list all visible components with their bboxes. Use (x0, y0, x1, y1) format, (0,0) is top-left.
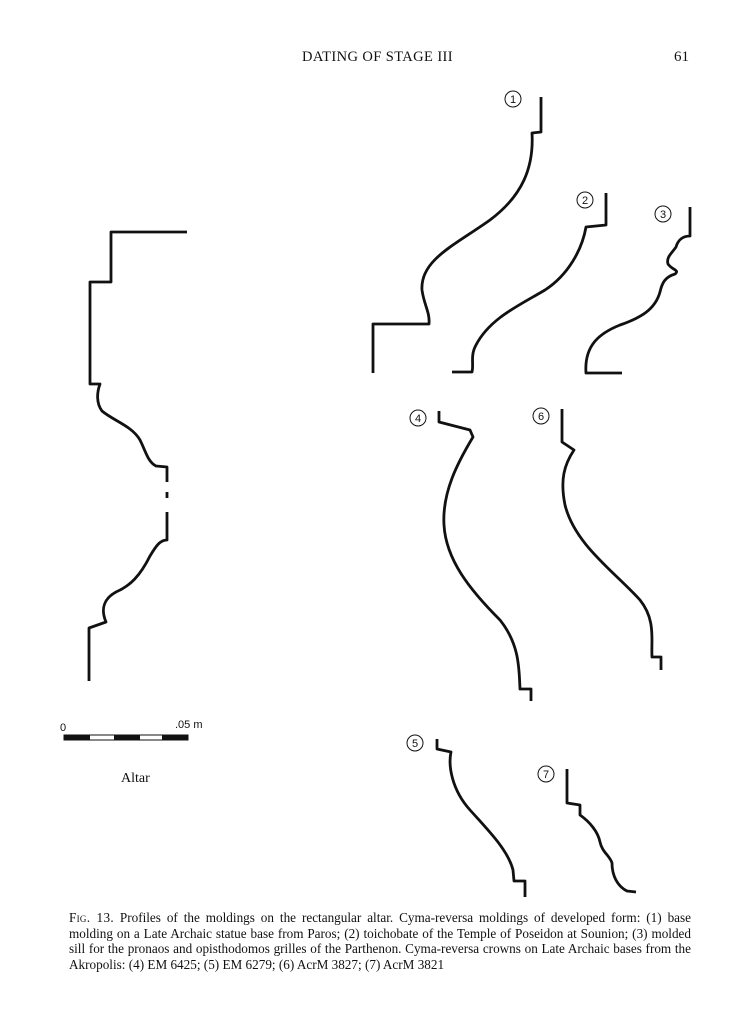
profile-6-marker (532, 407, 550, 425)
altar-profile (87, 230, 187, 681)
scale-zero: 0 (60, 722, 66, 734)
profile-2: 2 (452, 191, 608, 374)
profile-6: 6 (532, 407, 663, 670)
profile-6-number: 6 (538, 411, 544, 423)
profile-3-number: 3 (660, 209, 666, 221)
figure-label: Fig. 13. (69, 910, 114, 925)
running-title: DATING OF STAGE III (301, 49, 454, 65)
figure-caption: Fig. 13. Profiles of the moldings on the… (69, 910, 691, 972)
profile-4-marker (409, 409, 427, 427)
scale-bar: 0 .05 m Altar (60, 719, 203, 786)
page-number: 61 (674, 49, 689, 65)
profile-4: 4 (409, 409, 533, 701)
profile-2-number: 2 (582, 195, 588, 207)
molding-profiles-figure: 0 .05 m Altar 1 2 3 4 (60, 90, 692, 897)
profile-4-number: 4 (415, 413, 421, 425)
profile-3: 3 (584, 205, 692, 375)
profile-2-marker (576, 191, 594, 209)
profile-3-marker (654, 205, 672, 223)
profile-5: 5 (406, 734, 527, 897)
figure-caption-text: Profiles of the moldings on the rectangu… (69, 910, 692, 972)
altar-label: Altar (121, 771, 150, 786)
profile-1-marker (504, 90, 522, 108)
profile-7: 7 (537, 765, 637, 894)
profile-1: 1 (371, 90, 543, 373)
profile-7-number: 7 (543, 769, 549, 781)
scale-end: .05 m (175, 719, 203, 731)
profile-1-number: 1 (510, 94, 516, 106)
profile-5-number: 5 (412, 738, 418, 750)
profile-7-marker (537, 765, 555, 783)
altar-profile-upper (88, 230, 187, 482)
altar-profile-lower-2 (87, 512, 169, 681)
profile-5-marker (406, 734, 424, 752)
